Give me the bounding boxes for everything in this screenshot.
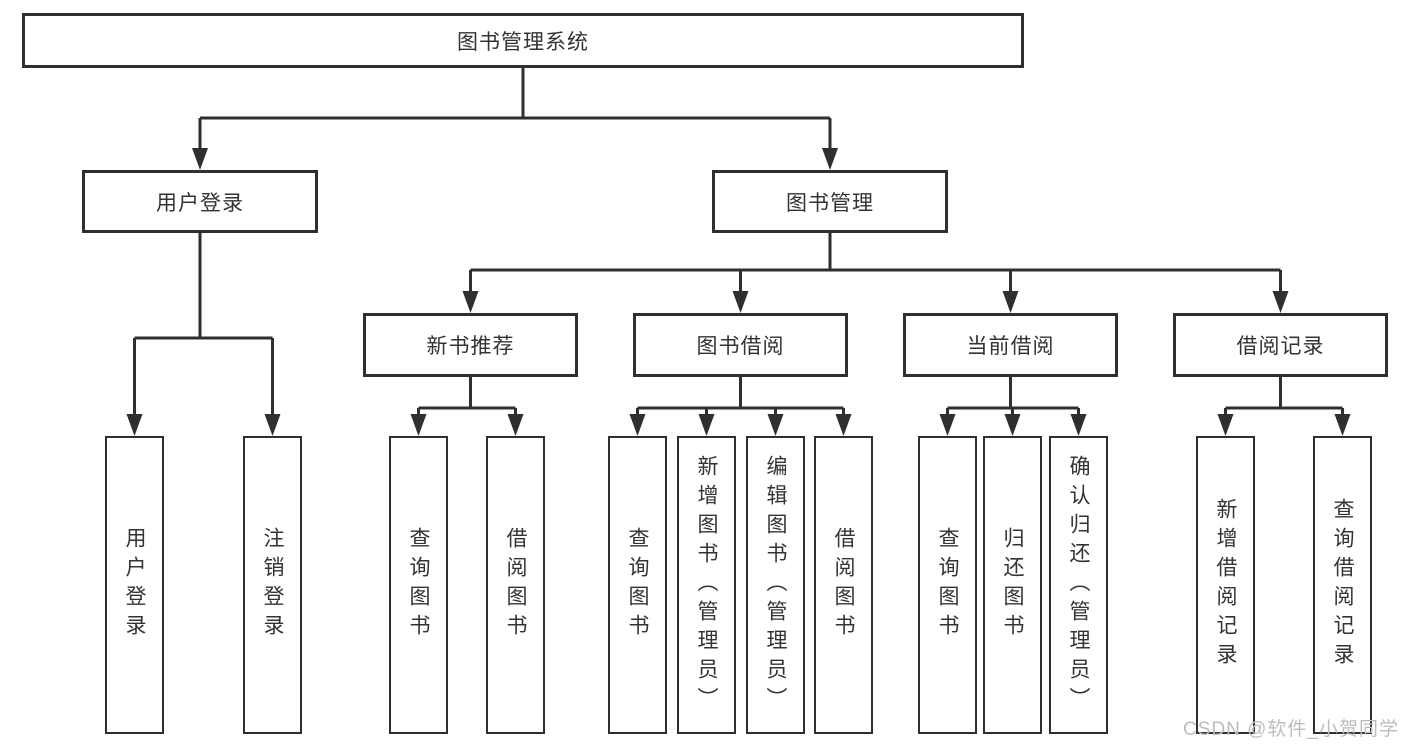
arrow-down-icon [767,414,784,436]
node-label: 当前借阅 [966,335,1055,358]
node-leaf-query-books-borrow: 查询图书 [608,436,667,734]
arrow-down-icon [835,414,852,436]
node-user-login: 用户登录 [82,170,318,233]
node-leaf-query-books-current: 查询图书 [918,436,977,734]
node-leaf-borrow-books: 借阅图书 [814,436,873,734]
arrow-down-icon [507,414,524,436]
node-leaf-add-books-admin: 新增图书（管理员） [677,436,736,734]
node-label: 借阅记录 [1236,335,1325,358]
connector-root-to-level1 [192,68,838,170]
arrow-down-icon [264,414,281,436]
connector-book-borrow-to-leaves [629,377,852,436]
arrow-down-icon [822,148,838,170]
arrow-down-icon [462,291,479,313]
csdn-watermark: CSDN @软件_小贺同学 [1183,719,1399,740]
node-leaf-logout: 注销登录 [243,436,302,734]
arrow-down-icon [1070,414,1087,436]
node-current-borrow: 当前借阅 [903,313,1118,377]
node-leaf-query-books-recommend: 查询图书 [389,436,448,734]
arrow-down-icon [939,414,956,436]
node-label: 新增借阅记录 [1214,498,1237,672]
node-label: 借阅图书 [504,527,527,643]
connector-borrow-records-to-leaves [1217,377,1351,436]
node-leaf-edit-books-admin: 编辑图书（管理员） [746,436,805,734]
arrow-down-icon [126,414,143,436]
node-label: 查询图书 [407,527,430,643]
node-label: 注销登录 [261,527,284,643]
node-borrow-records: 借阅记录 [1173,313,1388,377]
arrow-down-icon [1002,291,1019,313]
node-label: 确认归还（管理员） [1067,454,1090,716]
node-label: 新增图书（管理员） [695,454,718,716]
node-label: 图书借阅 [696,335,785,358]
node-label: 图书管理 [786,191,874,215]
node-label: 查询借阅记录 [1331,498,1354,672]
node-label: 编辑图书（管理员） [764,454,787,716]
node-book-borrow: 图书借阅 [633,313,848,377]
node-label: 图书管理系统 [457,30,589,54]
connector-user-login-to-leaves [126,233,281,436]
connector-new-book-to-leaves [410,377,524,436]
node-new-book-recommend: 新书推荐 [363,313,578,377]
node-label: 查询图书 [626,527,649,643]
node-label: 查询图书 [936,527,959,643]
arrow-down-icon [629,414,646,436]
node-book-management: 图书管理 [712,170,948,233]
node-label: 借阅图书 [832,527,855,643]
arrow-down-icon [1217,414,1234,436]
arrow-down-icon [1004,414,1021,436]
arrow-down-icon [732,291,749,313]
node-leaf-user-login: 用户登录 [105,436,164,734]
connector-current-borrow-to-leaves [939,377,1087,436]
connector-book-management-to-level2 [462,233,1289,313]
node-label: 用户登录 [123,527,146,643]
node-leaf-confirm-return-admin: 确认归还（管理员） [1049,436,1108,734]
node-leaf-add-borrow-record: 新增借阅记录 [1196,436,1255,734]
arrow-down-icon [410,414,427,436]
arrow-down-icon [1334,414,1351,436]
node-library-system: 图书管理系统 [22,13,1024,68]
arrow-down-icon [698,414,715,436]
node-label: 新书推荐 [426,335,515,358]
node-label: 用户登录 [156,191,244,215]
node-label: 归还图书 [1001,527,1024,643]
arrow-down-icon [192,148,208,170]
node-leaf-return-books: 归还图书 [983,436,1042,734]
node-leaf-borrow-books-recommend: 借阅图书 [486,436,545,734]
node-leaf-query-borrow-record: 查询借阅记录 [1313,436,1372,734]
arrow-down-icon [1272,291,1289,313]
